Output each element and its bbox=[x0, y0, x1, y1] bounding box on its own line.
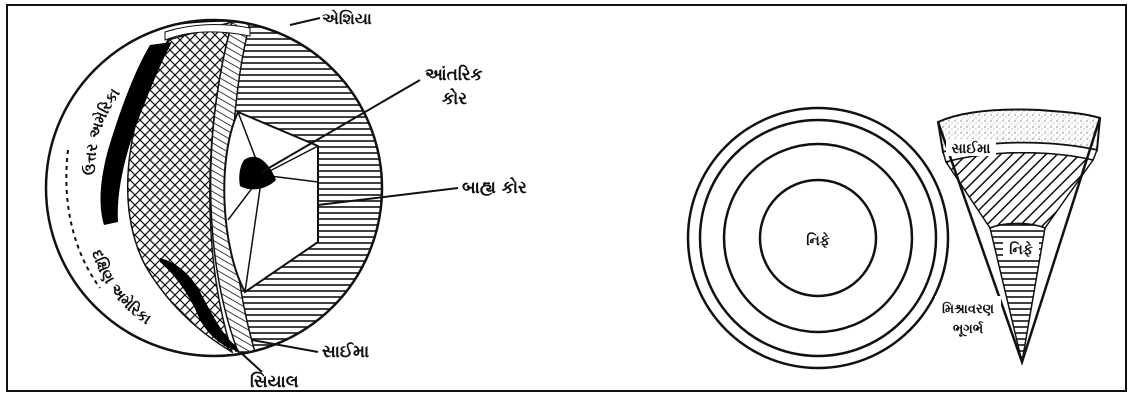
cross-section: નિફે bbox=[688, 108, 948, 368]
cross-section-core-label: નિફે bbox=[806, 231, 830, 249]
wedge-mantle-label-line2: ભૂગર્ભ bbox=[953, 320, 984, 338]
label-outer-core: બાહ્ય કોર bbox=[462, 176, 527, 198]
label-sima: સાઈમા bbox=[322, 341, 369, 362]
wedge-core-label: નિફે bbox=[1009, 240, 1033, 258]
label-inner-core-line1: આંતરિક bbox=[425, 64, 483, 85]
wedge-mantle-label-line1: મિશ્રાવરણ bbox=[942, 300, 995, 317]
sial-leader bbox=[240, 352, 262, 372]
globe: એશિયા આંતરિક કોર બાહ્ય કોર સાઈમા સિયાલ ઉ… bbox=[46, 8, 527, 392]
wedge: સાઈમા નિફે મિશ્રાવરણ ભૂગર્ભ bbox=[935, 110, 1100, 363]
wedge-mantle bbox=[946, 153, 1093, 228]
label-inner-core-line2: કોર bbox=[442, 87, 467, 109]
label-sial: સિયાલ bbox=[250, 371, 299, 392]
wedge-sima-label: સાઈમા bbox=[952, 140, 991, 157]
label-asia: એશિયા bbox=[322, 8, 372, 28]
